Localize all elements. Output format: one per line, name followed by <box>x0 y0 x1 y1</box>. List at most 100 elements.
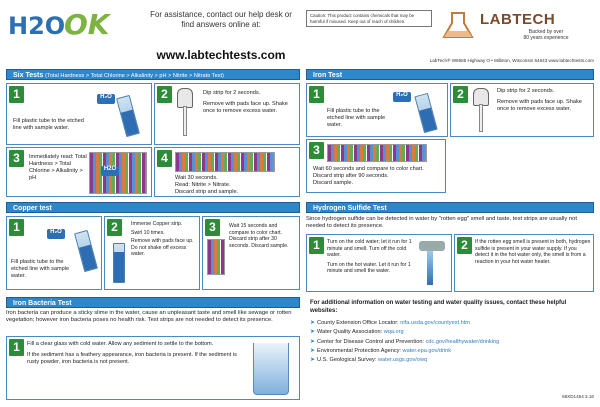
strip-icon <box>479 104 483 132</box>
step-number: 2 <box>157 86 172 103</box>
step-line-2: Discard sample. <box>313 179 354 186</box>
resource-item: ➤Water Quality Association: wqa.org <box>310 328 594 337</box>
resource-label: County Extension Office Locator: <box>317 320 399 326</box>
resource-label: U.S. Geological Survey: <box>317 357 377 364</box>
dip-icon <box>177 88 193 108</box>
copper-test-bar: Copper test <box>6 202 300 213</box>
step-number: 2 <box>107 219 122 236</box>
address-line: LabTech® W6585 Highway O • Millston, Wis… <box>429 58 594 63</box>
caution-box: Caution: This product contains chemicals… <box>306 10 432 27</box>
six-step-2: 2 Dip strip for 2 seconds. Remove with p… <box>154 83 300 145</box>
faucet-icon <box>419 241 445 251</box>
iron-step-3: 3 Wait 60 seconds and compare to color c… <box>306 139 446 193</box>
color-chart-icon <box>207 239 225 275</box>
iron-step-1: 1 H₂O Fill plastic tube to the etched li… <box>306 83 448 137</box>
brand-tag-2: 80 years experience <box>523 35 569 41</box>
beaker-icon <box>442 12 474 38</box>
logo-h2o: H2O <box>8 12 66 40</box>
arrow-icon: ➤ <box>310 338 316 345</box>
resource-label: Environmental Protection Agency: <box>317 347 401 354</box>
assistance-text: For assistance, contact our help desk or… <box>136 10 306 30</box>
step-line-1: Dip strip for 2 seconds. <box>497 88 555 94</box>
step-text: Fill a clear glass with cold water. Allo… <box>27 341 247 366</box>
resource-link[interactable]: water.usgs.gov/owq <box>377 357 428 364</box>
six-tests-title: Six Tests <box>13 72 44 79</box>
assist-line-1: For assistance, contact our help desk or <box>150 10 292 19</box>
resource-item: ➤U.S. Geological Survey: water.usgs.gov/… <box>310 356 594 365</box>
step-text: Fill plastic tube to the etched line wit… <box>327 108 386 128</box>
step-line-2: Swirl 10 times. <box>131 229 165 236</box>
step-number: 1 <box>309 237 324 254</box>
step-text: Turn on the cold water; let it run for 1… <box>327 239 415 275</box>
copper-step-1: 1 H₂O Fill plastic tube to the etched li… <box>6 216 102 290</box>
iron-bacteria-intro: Iron bacteria can produce a sticky slime… <box>6 310 292 324</box>
tube-icon <box>414 92 438 134</box>
step-text: Dip strip for 2 seconds. Remove with pad… <box>203 90 297 115</box>
logo-ok: OK <box>64 8 110 41</box>
tube-icon <box>113 243 125 283</box>
resource-label: Center for Disease Control and Preventio… <box>317 338 424 345</box>
step-number: 3 <box>309 142 324 159</box>
step-line-1: Wait 60 seconds and compare to color cha… <box>313 166 424 179</box>
water-stream <box>427 251 433 285</box>
step-text: Wait 15 seconds and compare to color cha… <box>229 223 289 249</box>
step-line-1: Fill a clear glass with cold water. Allo… <box>27 341 214 347</box>
h2o-label: H2O <box>101 166 119 176</box>
glass-icon <box>253 343 289 395</box>
step-number: 4 <box>157 150 172 167</box>
h2o-icon: H₂O <box>393 92 411 102</box>
resource-link[interactable]: wqa.org <box>383 329 404 336</box>
resource-link[interactable]: water.epa.gov/drink <box>402 347 452 354</box>
step-line-2: Turn on the hot water. Let it run for 1 … <box>327 261 411 275</box>
step-number: 1 <box>9 219 24 236</box>
copper-step-3: 3 Wait 15 seconds and compare to color c… <box>202 216 300 290</box>
six-tests-bar: Six Tests (Total Hardness > Total Chlori… <box>6 69 300 80</box>
resource-item: ➤Center for Disease Control and Preventi… <box>310 338 594 347</box>
resource-link[interactable]: nifa.usda.gov/countyext.htm <box>400 320 470 326</box>
step-number: 3 <box>9 150 24 167</box>
step-line-2: Remove with pads face up. Shake once to … <box>203 100 288 114</box>
hydrogen-test-bar: Hydrogen Sulfide Test <box>306 202 594 213</box>
step-number: 1 <box>9 86 24 103</box>
color-chart-icon <box>327 144 427 162</box>
step-text: If the rotten egg smell is present in bo… <box>475 239 591 265</box>
step-text: Dip strip for 2 seconds. Remove with pad… <box>497 88 591 113</box>
iron-bacteria-bar: Iron Bacteria Test <box>6 297 300 308</box>
six-step-1: 1 H₂O Fill plastic tube to the etched li… <box>6 83 152 145</box>
arrow-icon: ➤ <box>310 357 316 364</box>
arrow-icon: ➤ <box>310 329 316 336</box>
brand-tagline: Backed by over 80 years experience <box>516 29 576 41</box>
iron-step-2: 2 Dip strip for 2 seconds. Remove with p… <box>450 83 594 137</box>
brand-tag-1: Backed by over <box>528 29 564 35</box>
hydrogen-step-2: 2 If the rotten egg smell is present in … <box>454 234 594 292</box>
step-text: Immediately read: Total Hardness > Total… <box>29 154 87 181</box>
step-text: Wait 30 seconds. Read: Nitrite > Nitrate… <box>175 175 295 196</box>
h2ok-logo: H2O OK <box>8 6 128 50</box>
copper-test-title: Copper test <box>13 205 52 212</box>
six-step-4: 4 Wait 30 seconds. Read: Nitrite > Nitra… <box>154 147 300 197</box>
step-line-3: Discard strip and sample. <box>175 188 239 195</box>
hydrogen-step-1: 1 Turn on the cold water; let it run for… <box>306 234 452 292</box>
iron-test-bar: Iron Test <box>306 69 594 80</box>
step-text: Fill plastic tube to the etched line wit… <box>13 118 84 131</box>
step-number: 1 <box>9 339 24 356</box>
strip-icon <box>183 106 187 136</box>
resources-heading: For additional information on water test… <box>310 300 567 314</box>
arrow-icon: ➤ <box>310 320 316 326</box>
step-line-2: Remove with pads face up. Shake once to … <box>497 98 582 112</box>
resource-link[interactable]: cdc.gov/healthywater/drinking <box>425 338 500 345</box>
hydrogen-test-title: Hydrogen Sulfide Test <box>313 205 387 212</box>
iron-bacteria-title: Iron Bacteria Test <box>13 300 72 307</box>
step-text: Fill plastic tube to the etched line wit… <box>11 259 70 279</box>
step-number: 1 <box>309 86 324 103</box>
six-tests-subtitle: (Total Hardness > Total Chlorine > Alkal… <box>45 73 224 79</box>
assist-line-2: find answers online at: <box>181 20 261 29</box>
color-chart-icon <box>175 152 275 172</box>
step-line-1: Immerse Copper strip. <box>131 221 183 227</box>
website-link[interactable]: www.labtechtests.com <box>156 48 286 62</box>
step-line-1: Wait 30 seconds. <box>175 175 218 181</box>
step-number: 2 <box>453 86 468 103</box>
arrow-icon: ➤ <box>310 347 316 354</box>
tube-icon <box>74 229 98 273</box>
step-line-2: If the sediment has a feathery appearanc… <box>27 351 237 365</box>
